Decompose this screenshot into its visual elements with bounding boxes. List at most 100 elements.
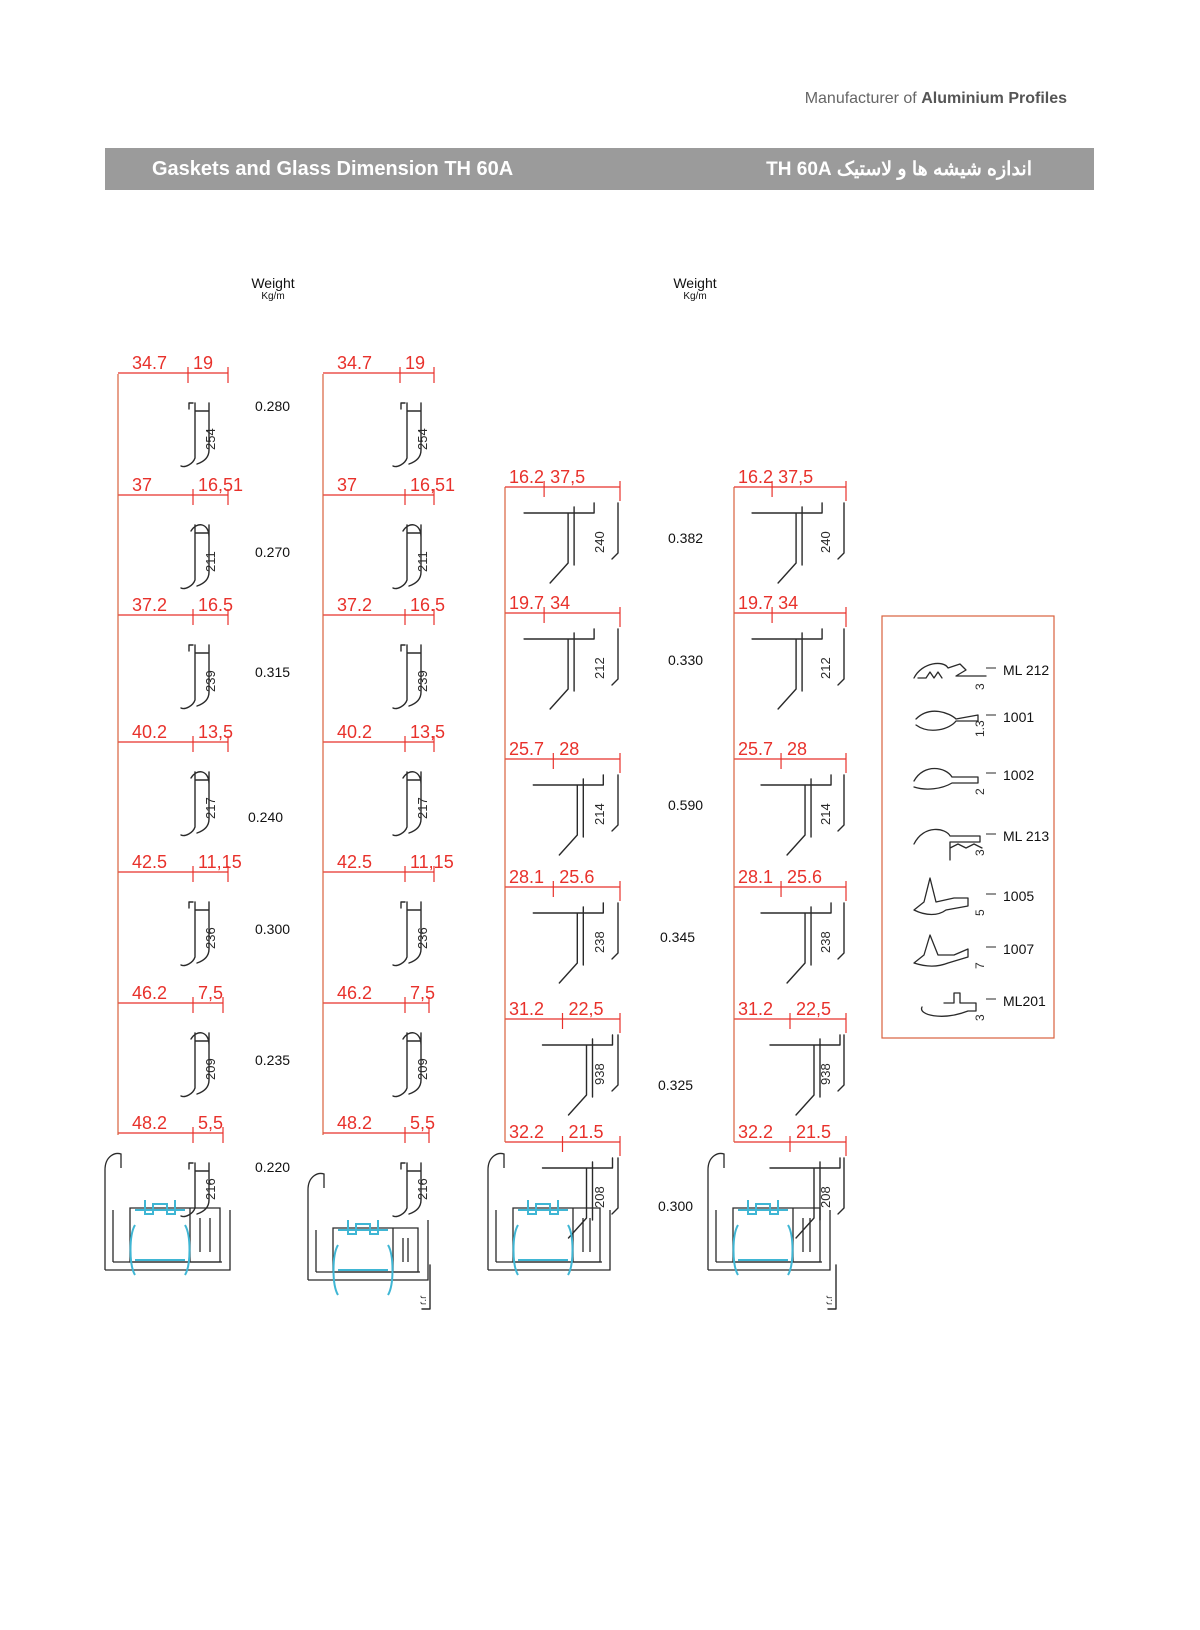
dimension-value: 16.2 xyxy=(738,467,773,487)
window-section-sash xyxy=(307,1172,429,1296)
profile-code: 254 xyxy=(203,428,218,450)
sash-extension xyxy=(827,1264,837,1310)
gasket-code: ML201 xyxy=(1003,993,1046,1009)
glazing-bead-profile xyxy=(180,901,210,967)
dimension-value: 21.5 xyxy=(796,1122,831,1142)
dimension-value: 28 xyxy=(559,739,579,759)
dimension-value: 5,5 xyxy=(198,1113,223,1133)
dimension-value: 37.2 xyxy=(337,595,372,615)
weight-value: 0.382 xyxy=(668,530,703,546)
profile-code: 236 xyxy=(415,927,430,949)
dimension-value: 48.2 xyxy=(132,1113,167,1133)
dimension-value: 31.2 xyxy=(738,999,773,1019)
dimension-value: 40.2 xyxy=(337,722,372,742)
gasket-code: 1007 xyxy=(1003,941,1034,957)
profile-code: 212 xyxy=(592,657,607,679)
gasket-thickness: 1.3 xyxy=(973,720,987,737)
dimension-value: 19.7 xyxy=(738,593,773,613)
gasket-shape xyxy=(921,992,977,1017)
dimension-value: 46.2 xyxy=(337,983,372,1003)
profile-code: 208 xyxy=(818,1186,833,1208)
profile-code: 239 xyxy=(415,670,430,692)
profile-code: 236 xyxy=(203,927,218,949)
dimension-value: 46.2 xyxy=(132,983,167,1003)
dimension-value: 16.5 xyxy=(410,595,445,615)
glazing-bead-profile xyxy=(392,524,422,590)
profile-code: 216 xyxy=(415,1178,430,1200)
dimension-value: 16,51 xyxy=(410,475,455,495)
profile-code: 208 xyxy=(592,1186,607,1208)
weight-value: 0.270 xyxy=(255,544,290,560)
profile-code: 938 xyxy=(818,1063,833,1085)
glazing-bead-profile xyxy=(392,402,422,468)
sash-mark: ɾ.ɾ xyxy=(824,1295,835,1305)
gasket-thickness: 3 xyxy=(973,1014,987,1021)
glazing-bead-profile xyxy=(532,774,619,856)
profile-code: 211 xyxy=(415,551,430,572)
gasket-legend-box xyxy=(881,615,1055,1039)
profile-code: 214 xyxy=(818,803,833,825)
profile-code: 238 xyxy=(818,931,833,953)
profile-code: 239 xyxy=(203,670,218,692)
glazing-bead-profile xyxy=(751,502,845,584)
glazing-bead-profile xyxy=(523,628,619,710)
glazing-bead-profile xyxy=(523,502,619,584)
profile-code: 216 xyxy=(203,1178,218,1200)
glazing-bead-profile xyxy=(392,1032,422,1098)
weight-value: 0.315 xyxy=(255,664,290,680)
gasket-thickness: 3 xyxy=(973,849,987,856)
glazing-bead-profile xyxy=(769,1157,845,1239)
dimension-value: 37.2 xyxy=(132,595,167,615)
dimension-value: 21.5 xyxy=(569,1122,604,1142)
profile-code: 238 xyxy=(592,931,607,953)
dimension-value: 25.6 xyxy=(787,867,822,887)
dimension-value: 37,5 xyxy=(778,467,813,487)
sash-extension xyxy=(421,1264,431,1310)
dimension-value: 13,5 xyxy=(410,722,445,742)
dimension-value: 25.6 xyxy=(559,867,594,887)
glazing-bead-profile xyxy=(392,771,422,837)
dimension-value: 40.2 xyxy=(132,722,167,742)
frame-chambers xyxy=(512,1207,601,1263)
dimension-value: 11,15 xyxy=(410,852,454,872)
profile-code: 212 xyxy=(818,657,833,679)
gasket-thickness: 5 xyxy=(973,909,987,916)
sash-mark: ɾ.ɾ xyxy=(418,1295,429,1305)
weight-value: 0.590 xyxy=(668,797,703,813)
glazing-bead-profile xyxy=(760,774,845,856)
dimension-value: 48.2 xyxy=(337,1113,372,1133)
title-persian: اندازه شیشه ها و لاستیک TH 60A xyxy=(766,159,1032,180)
gasket-code: 1001 xyxy=(1003,709,1034,725)
dimension-value: 19 xyxy=(405,353,425,373)
gasket-shape xyxy=(913,828,983,861)
profile-code: 240 xyxy=(818,531,833,553)
frame-outline xyxy=(707,1152,831,1271)
gasket-shape xyxy=(915,710,979,731)
profile-code: 240 xyxy=(592,531,607,553)
frame-outline xyxy=(487,1152,611,1271)
gasket-code: 1002 xyxy=(1003,767,1034,783)
weight-value: 0.345 xyxy=(660,929,695,945)
window-section-sash xyxy=(707,1152,831,1276)
gasket-code: ML 213 xyxy=(1003,828,1049,844)
dimension-value: 7,5 xyxy=(198,983,223,1003)
dimension-value: 42.5 xyxy=(132,852,167,872)
frame-chambers xyxy=(129,1207,221,1263)
gasket-shape xyxy=(913,662,987,679)
profile-code: 938 xyxy=(592,1063,607,1085)
glazing-bead-profile xyxy=(541,1034,619,1116)
dimension-value: 16,51 xyxy=(198,475,243,495)
glazing-bead-profile xyxy=(392,1162,422,1218)
glazing-bead-profile xyxy=(541,1157,619,1239)
dimension-value: 22,5 xyxy=(796,999,831,1019)
dimension-value: 22,5 xyxy=(569,999,604,1019)
title-band: Gaskets and Glass Dimension TH 60A انداز… xyxy=(105,148,1094,190)
gasket-thickness: 7 xyxy=(973,962,987,969)
dimension-value: 34 xyxy=(778,593,798,613)
weight-value: 0.300 xyxy=(255,921,290,937)
dimension-value: 42.5 xyxy=(337,852,372,872)
glazing-bead-profile xyxy=(392,644,422,710)
